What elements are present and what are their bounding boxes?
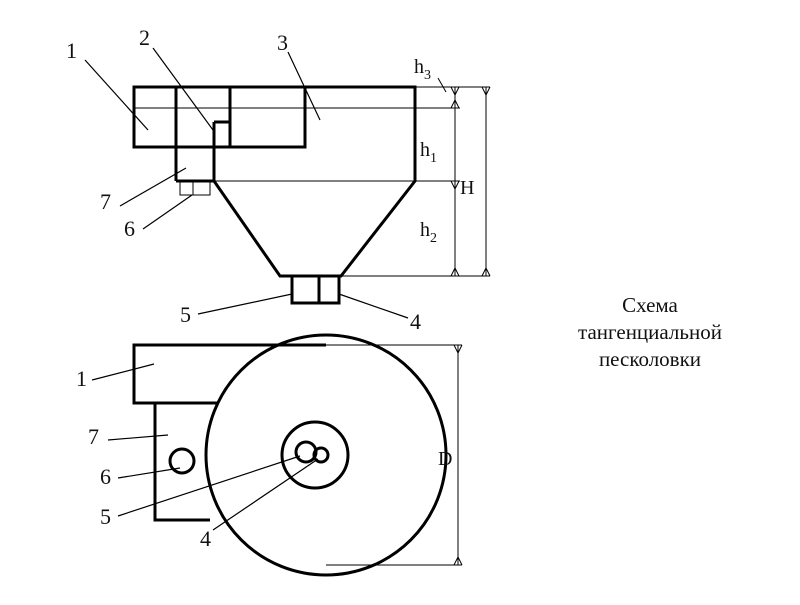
plan-view <box>132 333 448 577</box>
leader-6-plan <box>117 467 181 479</box>
diagram-caption: Схема тангенциальной песколовки <box>540 292 760 373</box>
label-5-plan: 5 <box>100 504 111 529</box>
label-1-plan: 1 <box>76 366 87 391</box>
side-body-outline <box>176 85 417 278</box>
side-pipes-4-5 <box>290 274 341 305</box>
label-D: D <box>438 448 452 470</box>
leader-1-plan <box>91 363 155 381</box>
leader-2 <box>152 47 214 131</box>
plan-pipe-4 <box>312 446 330 464</box>
leader-7-side <box>119 167 187 207</box>
dim-ticks-H <box>481 86 491 277</box>
dim-ticks-D <box>453 344 463 566</box>
caption-line-1: Схема <box>622 293 678 317</box>
plan-inlet-channel <box>132 343 326 405</box>
label-7-side: 7 <box>100 189 111 214</box>
plan-pipe-5 <box>294 440 318 464</box>
h3-leader <box>437 77 447 93</box>
side-partition <box>212 120 230 181</box>
leader-4-side <box>338 293 409 319</box>
leader-lines <box>84 47 409 531</box>
label-6-plan: 6 <box>100 464 111 489</box>
label-4-side: 4 <box>410 309 421 334</box>
plan-outer-circle <box>204 333 448 577</box>
label-h3: h3 <box>414 56 431 83</box>
label-6-side: 6 <box>124 216 135 241</box>
label-h2: h2 <box>420 219 437 246</box>
label-5-side: 5 <box>180 302 191 327</box>
leader-6-side <box>142 194 193 230</box>
label-h1: h1 <box>420 139 437 166</box>
dim-ticks-h <box>450 86 460 277</box>
side-dimensions <box>341 77 491 277</box>
label-7-plan: 7 <box>88 424 99 449</box>
caption-line-3: песколовки <box>598 347 702 371</box>
dimension-labels: h3 h1 h2 H D <box>414 56 474 470</box>
label-2: 2 <box>139 25 150 50</box>
caption-line-2: тангенциальной <box>578 320 722 344</box>
leader-5-plan <box>117 455 301 517</box>
leader-4-plan <box>212 458 319 531</box>
side-inlet-channel <box>132 85 307 149</box>
label-3: 3 <box>277 30 288 55</box>
label-H: H <box>460 177 474 199</box>
label-4-plan: 4 <box>200 526 211 551</box>
plan-dimensions <box>326 344 463 566</box>
plan-collector-chamber <box>153 403 210 522</box>
leader-5-side <box>197 293 293 315</box>
plan-pipe-6 <box>168 447 196 475</box>
leader-7-plan <box>107 434 169 441</box>
side-pipe-6 <box>179 180 211 196</box>
label-1-side: 1 <box>66 38 77 63</box>
plan-inner-circle <box>280 420 350 490</box>
leader-3 <box>287 51 321 121</box>
number-labels: 1 2 3 7 6 5 4 1 7 6 5 4 <box>66 25 421 551</box>
leader-1-side <box>84 59 149 131</box>
side-view <box>132 85 417 305</box>
